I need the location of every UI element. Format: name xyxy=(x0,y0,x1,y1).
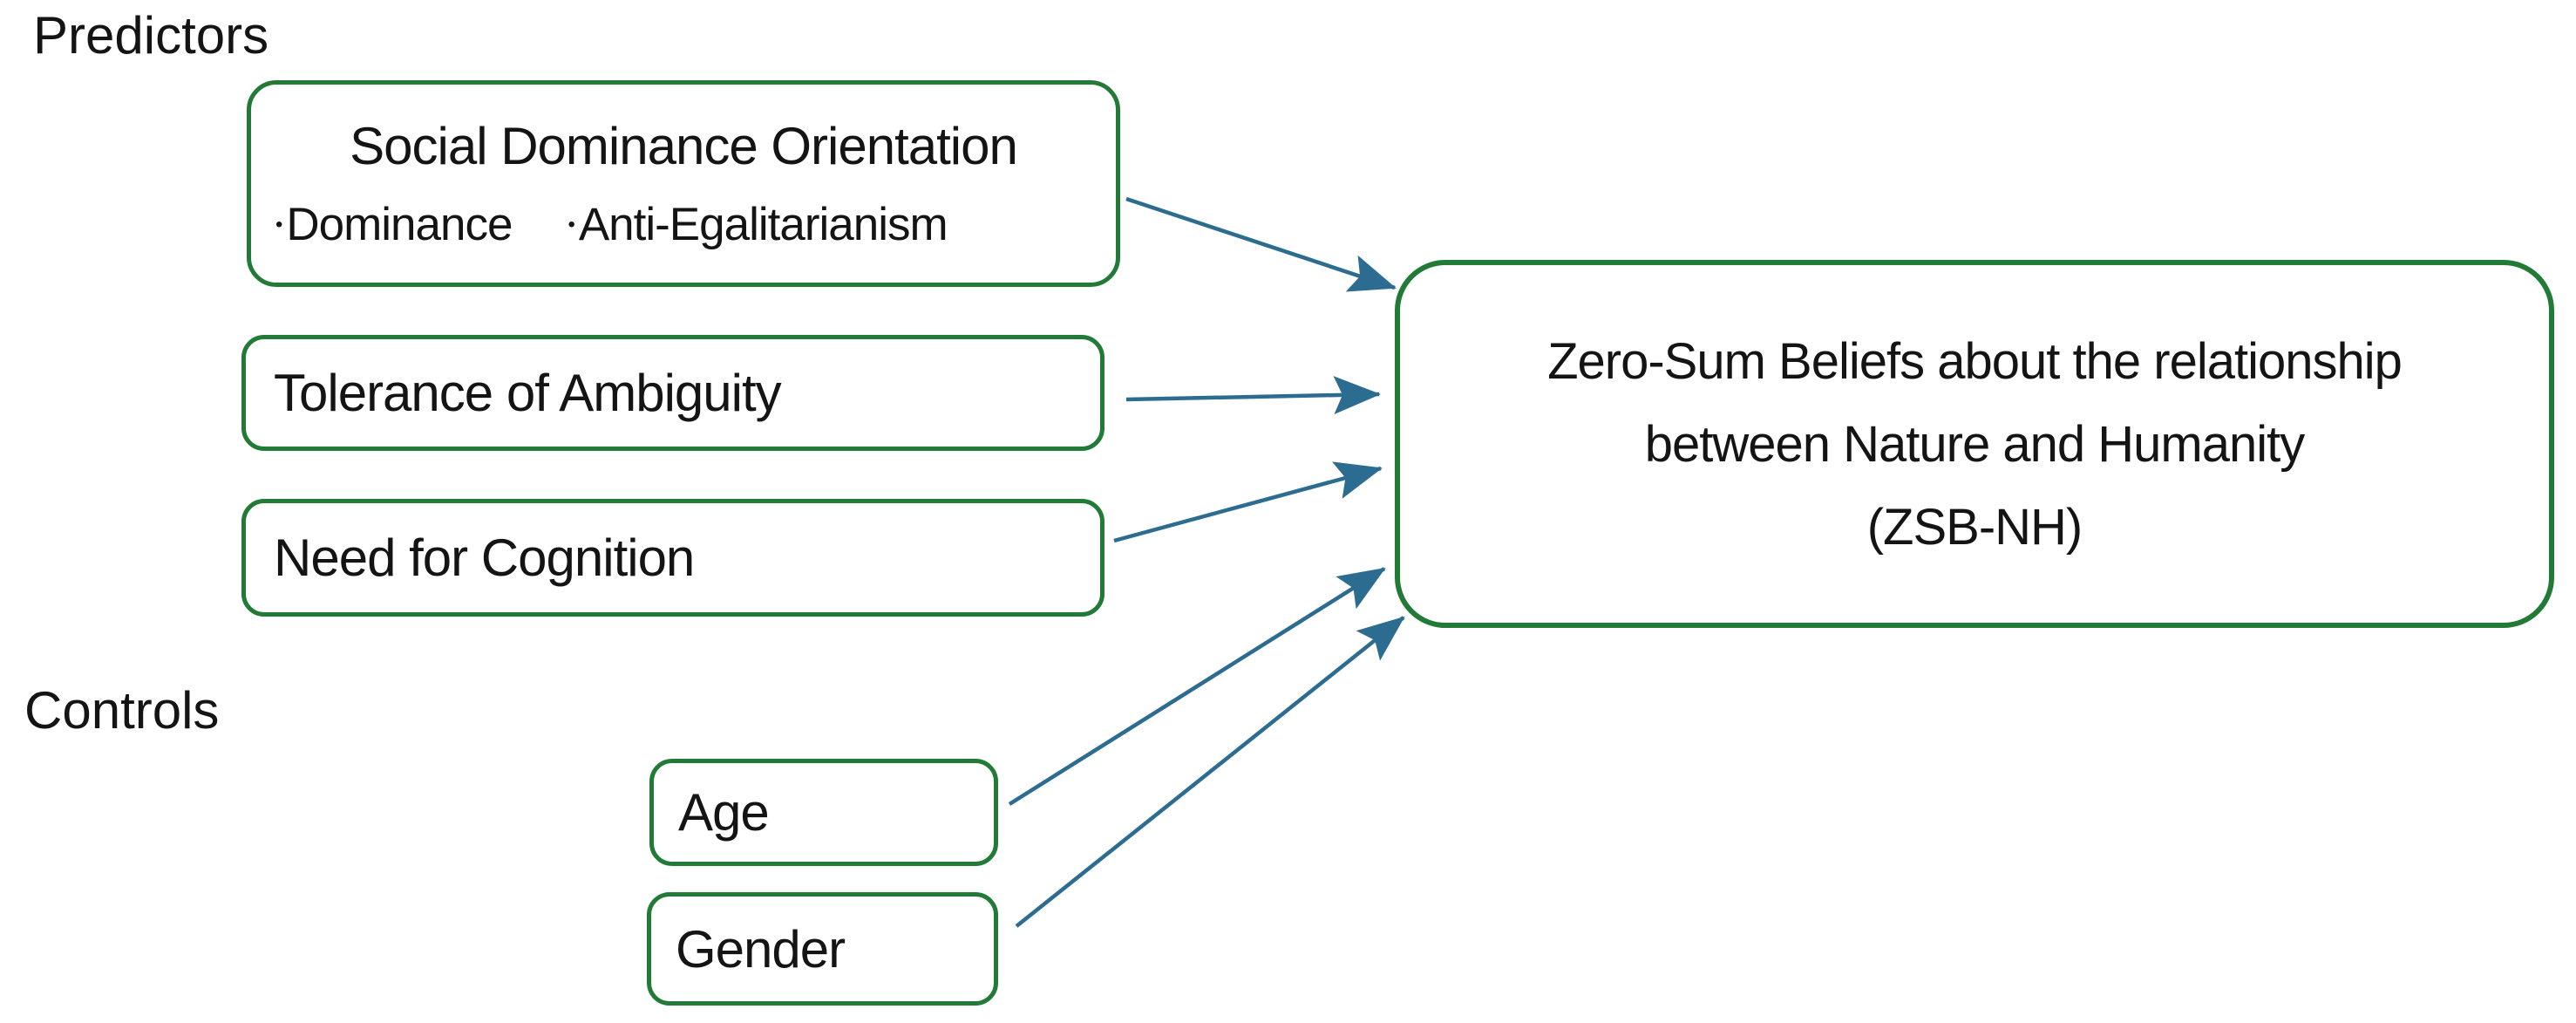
arrow-social-dominance-orientation-to-zsb-nh xyxy=(1125,196,1397,292)
zsb-title-line-3: (ZSB-NH) xyxy=(1866,498,2083,556)
sdo-bullet-anti-egalitarianism-label: Anti-Egalitarianism xyxy=(578,199,948,251)
zsb-title-line-1: Zero-Sum Beliefs about the relationship xyxy=(1547,332,2403,390)
sdo-bullet-anti-egalitarianism: • Anti-Egalitarianism xyxy=(568,198,948,251)
bullet-dot-icon: • xyxy=(275,212,282,236)
arrow-need-for-cognition-to-zsb-nh xyxy=(1113,461,1383,543)
gender-label: Gender xyxy=(676,919,846,979)
sdo-bullet-list: • Dominance • Anti-Egalitarianism xyxy=(263,198,1104,251)
node-social-dominance-orientation: Social Dominance Orientation • Dominance… xyxy=(247,80,1120,287)
arrow-gender-to-zsb-nh xyxy=(1015,616,1405,928)
need-for-cognition-label: Need for Cognition xyxy=(274,529,695,587)
node-zsb-nh-outcome: Zero-Sum Beliefs about the relationship … xyxy=(1395,260,2554,628)
controls-section-label: Controls xyxy=(24,681,220,740)
zsb-title-line-2: between Nature and Humanity xyxy=(1644,415,2305,473)
tolerance-of-ambiguity-label: Tolerance of Ambiguity xyxy=(274,364,782,422)
sdo-title: Social Dominance Orientation xyxy=(350,116,1018,175)
node-tolerance-of-ambiguity: Tolerance of Ambiguity xyxy=(241,335,1104,451)
node-need-for-cognition: Need for Cognition xyxy=(241,499,1104,617)
bullet-dot-icon: • xyxy=(568,212,574,236)
sdo-bullet-dominance: • Dominance xyxy=(275,198,513,251)
age-label: Age xyxy=(678,783,770,842)
arrow-tolerance-of-ambiguity-to-zsb-nh xyxy=(1125,376,1381,415)
predictors-section-label: Predictors xyxy=(33,6,269,65)
sdo-bullet-dominance-label: Dominance xyxy=(286,199,513,251)
node-age: Age xyxy=(649,759,998,866)
node-gender: Gender xyxy=(647,892,998,1006)
